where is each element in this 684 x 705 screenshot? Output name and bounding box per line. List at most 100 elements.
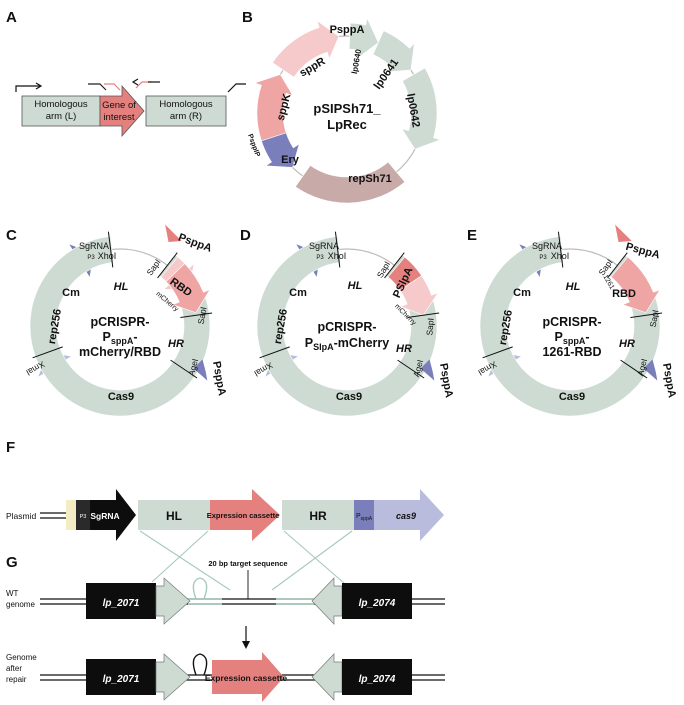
pB-lp0641-arc <box>372 30 415 73</box>
pE-psppA2-label: PsppA <box>660 362 678 398</box>
plasmid-e-features <box>479 224 663 417</box>
panel-b: B PsppA pSIPSh71_ LpRec sppR sppK lp0640… <box>242 9 442 204</box>
pF-cassette-label: Expression cassette <box>207 511 280 520</box>
plasmid-d-features <box>256 231 440 417</box>
pC-p3-label: P3 <box>87 255 95 261</box>
pF-plasmid-label: Plasmid <box>6 511 37 521</box>
pF-p3-label: P3 <box>80 514 87 520</box>
pF-cas9-label: cas9 <box>396 511 416 521</box>
pB-psppIP-label: PsppIP <box>246 133 261 158</box>
pG-down-arrow-head <box>242 641 250 649</box>
pE-cas9-label: Cas9 <box>559 391 585 403</box>
pG-rep-cassette-arrow <box>212 652 284 702</box>
pC-hr-label: HR <box>168 338 184 350</box>
pB-repSh71-label: repSh71 <box>348 173 391 185</box>
pG-rep-label-2: after <box>6 664 22 673</box>
pB-repSh71-arc <box>294 161 406 204</box>
panel-c: C pCRISPR- PsppA- mCherry/RBD SgRNA P3 X… <box>6 224 228 417</box>
gene-of-interest-label-1: Gene of <box>102 100 136 111</box>
pF-psppA-block <box>354 500 374 530</box>
primer-1-head <box>35 82 43 90</box>
pG-wt-hairpin <box>192 577 208 600</box>
pB-lp0640-label: lp0640 <box>350 48 363 75</box>
pE-rbd-label: RBD <box>612 288 636 300</box>
pC-sapi-tick <box>157 252 178 279</box>
pC-cas9-label: Cas9 <box>108 391 134 403</box>
pD-xmai-label: XmaI <box>252 360 274 379</box>
homologous-arm-left-label-1: Homologous <box>34 99 88 110</box>
primer-4 <box>227 83 246 93</box>
pE-agei-label: AgeI <box>635 357 649 376</box>
pF-cassette-arrow <box>210 489 280 541</box>
gene-of-interest-label-2: interest <box>103 112 135 123</box>
pD-sapi-tick <box>384 252 405 279</box>
pF-psppA-label: PsppA <box>356 513 373 522</box>
pF-hl-label: HL <box>166 509 182 523</box>
pD-sapi2-tick <box>407 312 440 319</box>
pE-hr-label: HR <box>619 338 635 350</box>
pC-name-3: mCherry/RBD <box>79 345 161 359</box>
pB-name-1: pSIPSh71_ <box>313 101 381 116</box>
pG-rep-cassette-label: Expression cassette <box>205 673 287 683</box>
pD-name-1: pCRISPR- <box>317 320 376 334</box>
pG-rep-lp2074-block <box>342 659 412 695</box>
pD-mcherry-arc <box>399 275 439 316</box>
panel-d: D pCRISPR- PSlpA-mCherry SgRNA P3 XhoI S… <box>240 227 455 417</box>
pB-lp0642-arc <box>401 67 442 150</box>
homologous-arm-left-label-2: arm (L) <box>46 111 77 122</box>
pC-xhoi-tick <box>107 231 114 268</box>
pC-psppA2-label: PsppA <box>210 360 228 396</box>
pC-xhoi-label: XhoI <box>98 251 117 261</box>
pE-sapi2-tick <box>630 312 663 319</box>
pE-xmai-tick <box>482 346 513 359</box>
pD-hl-label: HL <box>348 280 363 292</box>
pF-p3-block <box>76 500 90 530</box>
pC-name-1: pCRISPR- <box>90 315 149 329</box>
pE-psppA2-arrow <box>643 359 658 381</box>
panel-f-letter: F <box>6 439 15 456</box>
panel-e: E pCRISPR- PsppA- 1261-RBD SgRNA P3 XhoI… <box>467 224 678 417</box>
pD-cas9-label: Cas9 <box>336 391 362 403</box>
pG-wt-lp2071-label: lp_2071 <box>103 598 140 609</box>
panel-a: A Homologous arm (L) Gene of interest Ho… <box>6 9 246 138</box>
pC-hl-label: HL <box>114 281 129 293</box>
pE-name-1: pCRISPR- <box>542 315 601 329</box>
pE-psppA-arrow <box>615 224 632 242</box>
homologous-arm-right <box>145 95 227 127</box>
primer-2 <box>88 83 107 91</box>
pE-agei-tick <box>620 359 648 379</box>
pG-wt-lp2074-block <box>342 583 412 619</box>
pE-p3-label: P3 <box>539 255 547 261</box>
pC-name-2: PsppA- <box>102 330 137 346</box>
primer-1 <box>15 85 40 92</box>
pD-agei-label: AgeI <box>411 358 425 377</box>
pC-agei-label: AgeI <box>186 357 200 376</box>
pC-rbd-arc <box>165 263 211 313</box>
pG-wt-arrow-right <box>155 577 191 625</box>
pG-rep-lp2071-block <box>86 659 156 695</box>
primer-2-tail <box>104 83 121 91</box>
pC-psppA-arrow <box>165 224 182 242</box>
pG-rep-hairpin <box>192 653 208 676</box>
pG-rep-lp2071-label: lp_2071 <box>103 674 140 685</box>
panel-g-letter: G <box>6 554 18 571</box>
pF-hl-block <box>138 500 210 530</box>
pE-sapi2-label: SapI <box>648 309 661 328</box>
pG-wt-arrow-left <box>311 577 343 625</box>
panel-f: F Plasmid P3 SgRNA HL Expression cassett… <box>6 439 444 591</box>
panel-e-letter: E <box>467 227 477 244</box>
pF-cas9-arrow <box>374 489 444 541</box>
pF-hr-label: HR <box>309 509 327 523</box>
pD-cm-label: Cm <box>289 287 307 299</box>
pD-xmai-tick <box>259 346 290 359</box>
pB-lp0642-label: lp0642 <box>404 93 422 129</box>
panel-b-letter: B <box>242 9 253 26</box>
pG-rep-label-3: repair <box>6 675 27 684</box>
pD-sapi2-label: SapI <box>424 318 435 336</box>
pG-target-label: 20 bp target sequence <box>208 559 287 568</box>
panel-d-letter: D <box>240 227 251 244</box>
pE-hl-label: HL <box>566 281 581 293</box>
pG-rep-label-1: Genome <box>6 653 37 662</box>
pD-name-2: PSlpA-mCherry <box>305 336 389 352</box>
pC-xmai-label: XmaI <box>24 359 46 378</box>
